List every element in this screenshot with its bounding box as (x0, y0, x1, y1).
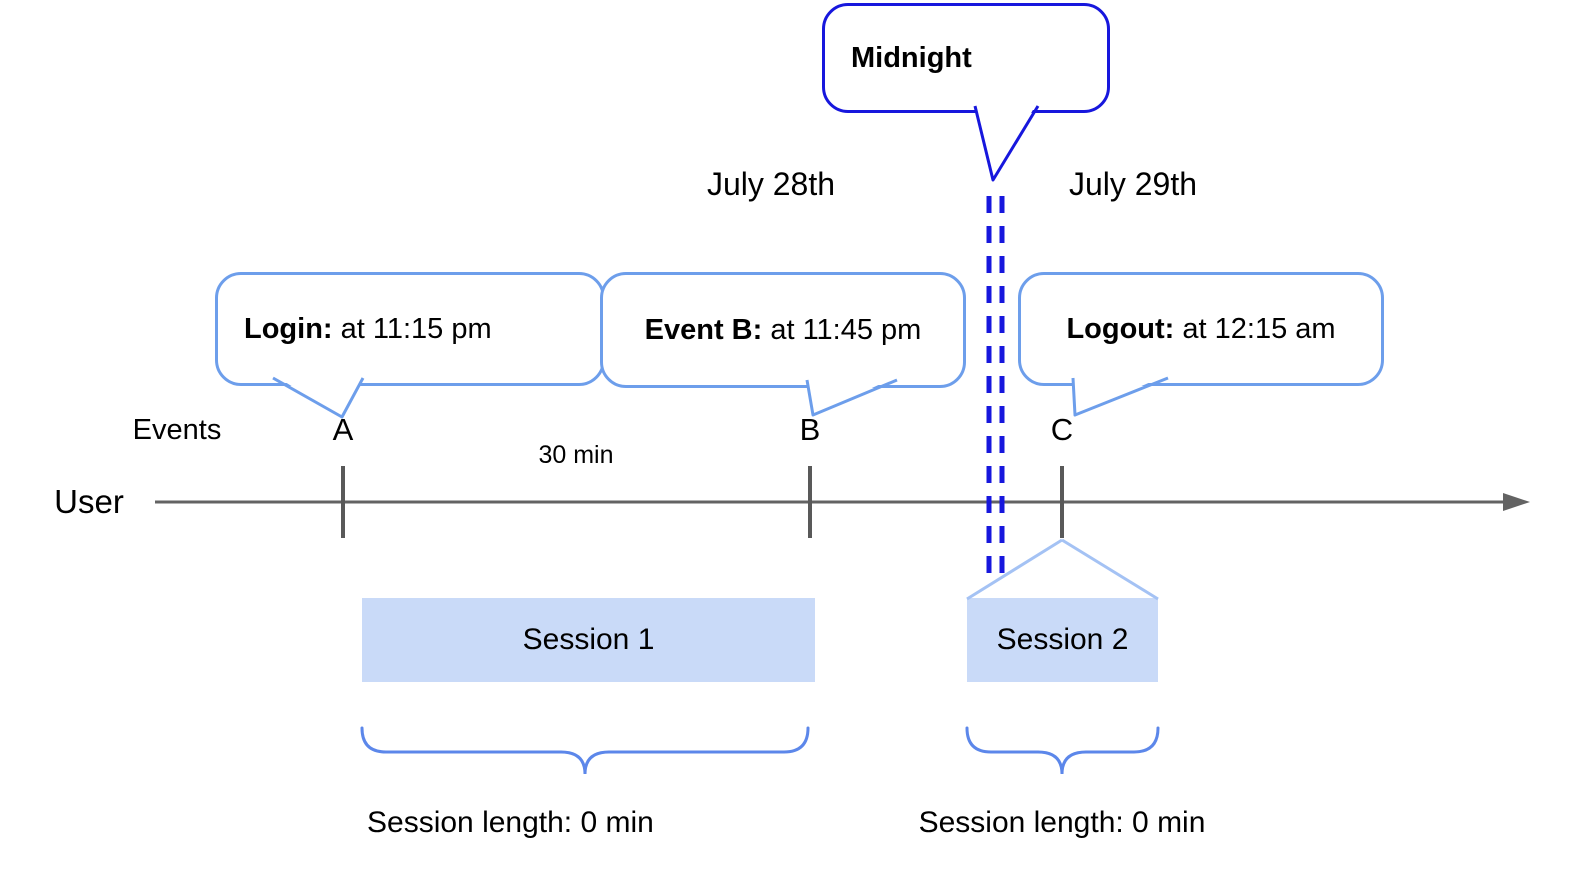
date-label-july-29: July 29th (1068, 166, 1198, 202)
event-b-callout-bubble: Event B: at 11:45 pm (600, 272, 966, 388)
session-1-brace (360, 726, 810, 775)
session-2-brace (965, 726, 1160, 775)
midnight-callout-label: Midnight (851, 41, 972, 74)
event-a-label: A (332, 412, 354, 447)
logout-callout-bubble: Logout: at 12:15 am (1018, 272, 1384, 386)
timeline-arrowhead-icon (1503, 493, 1530, 511)
session-1-box: Session 1 (362, 598, 815, 682)
midnight-bubble-tail-outline (973, 105, 1040, 182)
event-b-callout-title: Event B: (644, 313, 763, 346)
session2-funnel-line-right (1061, 538, 1159, 601)
event-b-callout-detail: at 11:45 pm (762, 313, 922, 346)
session-2-label: Session 2 (996, 623, 1129, 656)
event-c-label: C (1050, 412, 1074, 447)
logout-callout-detail: at 12:15 am (1174, 312, 1336, 345)
session-2-length-label: Session length: 0 min (918, 806, 1206, 839)
events-axis-label: Events (132, 414, 222, 446)
event-b-label: B (799, 412, 821, 447)
login-callout-bubble: Login: at 11:15 pm (215, 272, 605, 386)
user-axis-label: User (54, 483, 124, 520)
interval-30min-label: 30 min (538, 441, 614, 469)
timeline-axis (155, 493, 1530, 511)
midnight-callout-bubble: Midnight (822, 3, 1110, 113)
session-2-box: Session 2 (967, 598, 1158, 682)
session2-funnel-line-left (966, 538, 1063, 601)
login-callout-title: Login: (244, 312, 333, 345)
logout-callout-title: Logout: (1066, 312, 1175, 345)
session-1-length-label: Session length: 0 min (367, 806, 654, 839)
date-label-july-28: July 28th (706, 166, 836, 202)
login-callout-detail: at 11:15 pm (332, 312, 492, 345)
session-1-label: Session 1 (522, 623, 655, 656)
